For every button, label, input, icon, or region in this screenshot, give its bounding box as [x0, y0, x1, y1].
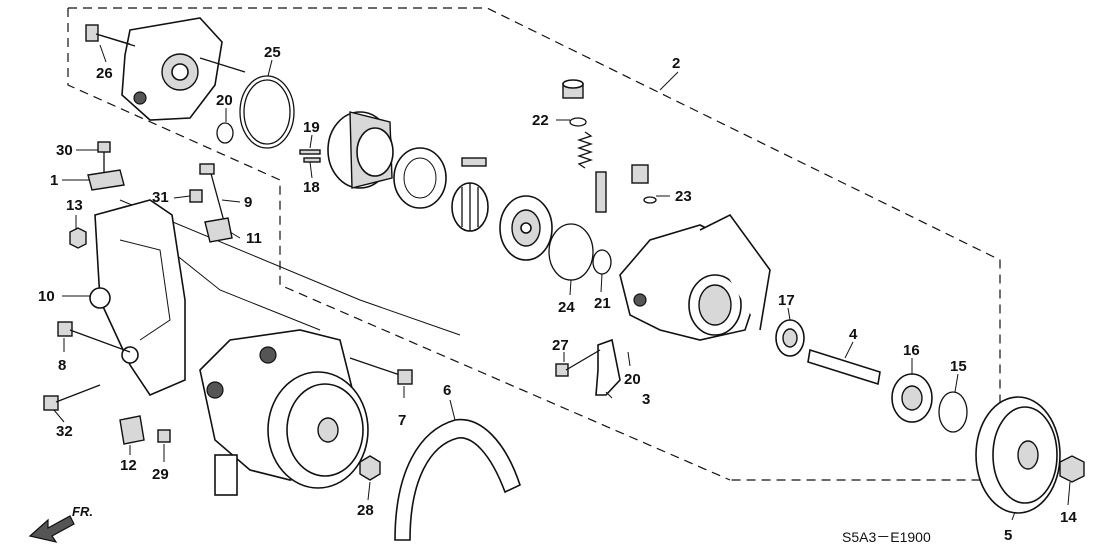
- label-20-lower: 20: [624, 371, 641, 388]
- cam-ring: [327, 111, 394, 189]
- label-12: 12: [120, 457, 137, 474]
- label-32: 32: [56, 423, 73, 440]
- side-plate-ring: [393, 147, 447, 209]
- front-label: FR.: [72, 504, 93, 519]
- nut-14: [1059, 455, 1085, 483]
- bolt-8: [57, 321, 131, 353]
- o-ring-25: [239, 75, 295, 149]
- pump-assembly-outline: [67, 7, 1001, 481]
- label-18: 18: [303, 179, 320, 196]
- label-22: 22: [532, 112, 549, 129]
- pressure-plate: [499, 195, 553, 261]
- label-14: 14: [1060, 509, 1077, 526]
- bolt-7: [349, 357, 413, 385]
- o-ring-21: [592, 249, 612, 275]
- outlet-fitting-3: [595, 338, 621, 396]
- label-19: 19: [303, 119, 320, 136]
- bracket-1: [87, 169, 125, 191]
- relief-spring: [576, 131, 607, 213]
- label-7: 7: [398, 412, 406, 429]
- part-labels: 2 26 25 20 19 18 30 1 31 9 11 13 10 8 32…: [38, 44, 1077, 544]
- front-arrow-icon: [28, 515, 75, 543]
- vane: [461, 157, 487, 167]
- label-27: 27: [552, 337, 569, 354]
- label-11: 11: [246, 230, 262, 247]
- label-6: 6: [443, 382, 451, 399]
- label-30: 30: [56, 142, 73, 159]
- label-4: 4: [849, 326, 858, 343]
- circlip-15: [938, 391, 968, 433]
- shaft-4: [807, 348, 881, 386]
- nut-28: [359, 455, 381, 481]
- plug-23: [631, 164, 657, 204]
- label-16: 16: [903, 342, 920, 359]
- bolt-29: [157, 429, 171, 443]
- label-23: 23: [675, 188, 692, 205]
- rotor: [451, 182, 489, 232]
- o-ring-24: [548, 223, 594, 281]
- label-1: 1: [50, 172, 58, 189]
- label-5: 5: [1004, 527, 1012, 544]
- bolt-26: [85, 24, 136, 47]
- front-direction-marker: FR.: [28, 504, 93, 543]
- label-24: 24: [558, 299, 575, 316]
- bearing-17: [775, 319, 805, 357]
- pulley-5: [975, 396, 1061, 514]
- nut-13: [69, 227, 87, 249]
- bolt-31: [189, 189, 203, 203]
- belt-6: [394, 418, 521, 541]
- label-2: 2: [672, 55, 680, 72]
- plug-22: [562, 79, 587, 127]
- bracket-12: [119, 415, 145, 445]
- bracket-10: [89, 199, 186, 396]
- bolt-30: [97, 141, 111, 172]
- bolt-27: [555, 349, 601, 377]
- label-28: 28: [357, 502, 374, 519]
- label-26: 26: [96, 65, 113, 82]
- pins-18-19: [299, 149, 321, 163]
- stay-9: [199, 163, 226, 226]
- label-9: 9: [244, 194, 252, 211]
- label-21: 21: [594, 295, 611, 312]
- label-17: 17: [778, 292, 795, 309]
- diagram-code: S5A3－E1900: [842, 529, 931, 545]
- label-25: 25: [264, 44, 281, 61]
- label-15: 15: [950, 358, 967, 375]
- label-3: 3: [642, 391, 650, 408]
- bracket-11: [204, 217, 233, 243]
- bearing-16: [891, 373, 933, 423]
- bolt-32: [43, 384, 101, 411]
- label-8: 8: [58, 357, 66, 374]
- label-13: 13: [66, 197, 83, 214]
- assembled-pump: [199, 329, 369, 496]
- label-29: 29: [152, 466, 169, 483]
- pump-cover: [121, 17, 246, 121]
- leader-lines: [53, 44, 1071, 521]
- pump-body: [619, 213, 771, 341]
- o-ring-20-upper: [216, 122, 234, 144]
- label-10: 10: [38, 288, 55, 305]
- label-31: 31: [152, 189, 169, 206]
- label-20-upper: 20: [216, 92, 233, 109]
